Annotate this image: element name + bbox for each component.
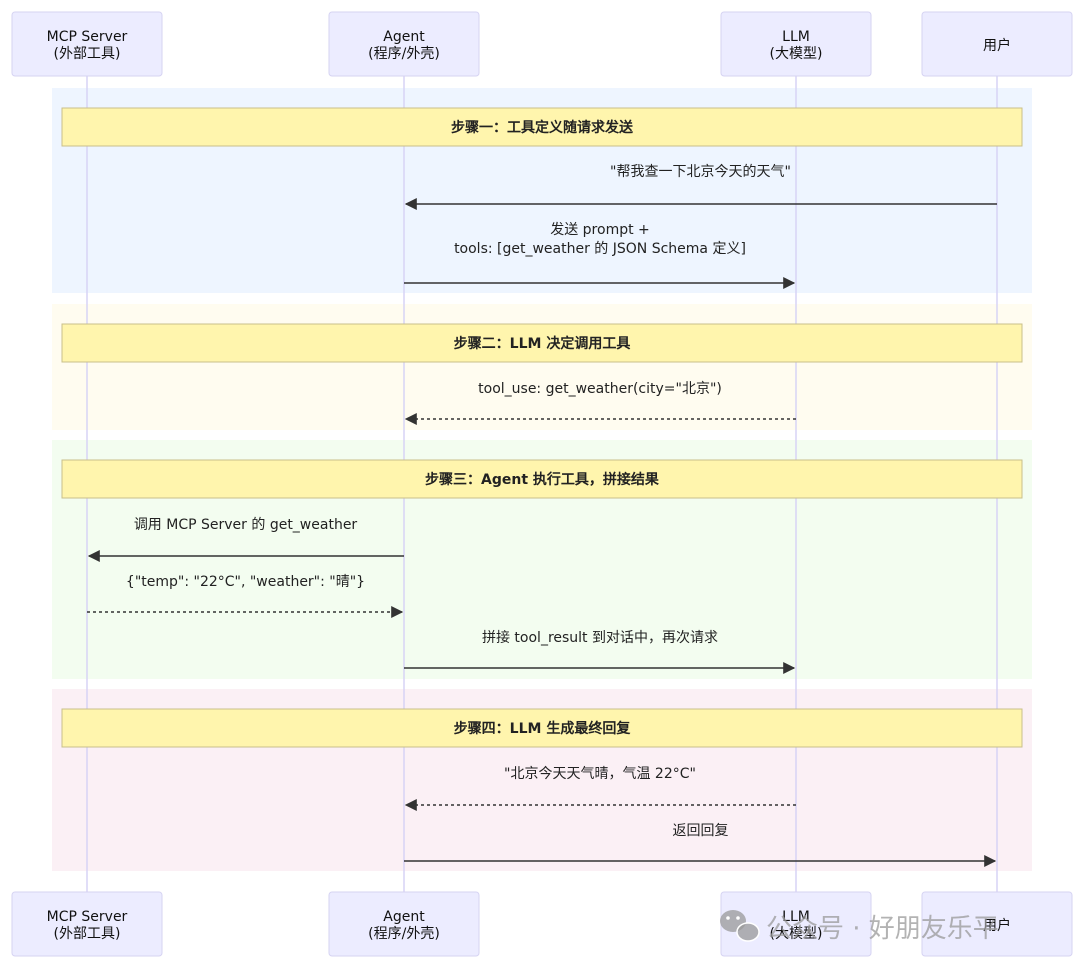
- actor-llm-bottom: LLM(大模型): [720, 891, 872, 957]
- actor-box: [328, 11, 480, 77]
- message-label: 调用 MCP Server 的 get_weather: [134, 517, 358, 533]
- actor-name: MCP Server: [47, 29, 128, 45]
- actor-box: [921, 11, 1073, 77]
- actor-name: 用户: [983, 37, 1011, 54]
- actor-role: (外部工具): [54, 46, 121, 62]
- message-label: "帮我查一下北京今天的天气": [610, 164, 791, 180]
- message-llm-to-agent: "北京今天天气晴，气温 22°C": [404, 766, 796, 811]
- step-2-background: [52, 304, 1032, 430]
- step-2-note: 步骤二：LLM 决定调用工具: [61, 323, 1023, 363]
- actor-box: [11, 11, 163, 77]
- actor-role: (外部工具): [54, 926, 121, 942]
- step-title: 步骤一：工具定义随请求发送: [451, 119, 634, 136]
- actor-mcp-top: MCP Server(外部工具): [11, 11, 163, 77]
- actor-name: LLM: [782, 909, 810, 925]
- step-3-note: 步骤三：Agent 执行工具，拼接结果: [61, 459, 1023, 499]
- actor-llm-top: LLM(大模型): [720, 11, 872, 77]
- message-agent-to-llm: 发送 prompt + tools: [get_weather 的 JSON Sc…: [404, 222, 796, 289]
- message-label: 发送 prompt +: [550, 222, 650, 238]
- actor-box: [921, 891, 1073, 957]
- actor-agent-bottom: Agent(程序/外壳): [328, 891, 480, 957]
- message-mcp-to-agent: {"temp": "22°C", "weather": "晴"}: [87, 574, 404, 618]
- actor-name: Agent: [383, 29, 425, 45]
- actor-mcp-bottom: MCP Server(外部工具): [11, 891, 163, 957]
- actor-role: (程序/外壳): [368, 45, 440, 62]
- note-box: [61, 323, 1023, 363]
- message-label: "北京今天天气晴，气温 22°C": [504, 766, 696, 782]
- actor-role: (大模型): [770, 46, 823, 62]
- actor-agent-top: Agent(程序/外壳): [328, 11, 480, 77]
- step-1-note: 步骤一：工具定义随请求发送: [61, 107, 1023, 147]
- note-box: [61, 708, 1023, 748]
- message-label: 返回回复: [673, 822, 729, 839]
- actor-box: [328, 891, 480, 957]
- message-label: tools: [get_weather 的 JSON Schema 定义]: [454, 241, 746, 257]
- wechat-icon: [720, 910, 760, 942]
- message-agent-to-mcp: 调用 MCP Server 的 get_weather: [87, 517, 404, 562]
- actor-role: (程序/外壳): [368, 925, 440, 942]
- message-agent-to-llm: 拼接 tool_result 到对话中，再次请求: [404, 629, 796, 674]
- step-title: 步骤四：LLM 生成最终回复: [454, 720, 632, 737]
- actor-name: 用户: [983, 917, 1011, 934]
- actor-role: (大模型): [770, 926, 823, 942]
- actor-name: MCP Server: [47, 909, 128, 925]
- message-agent-to-user: 返回回复: [404, 822, 997, 867]
- message-label: tool_use: get_weather(city="北京"): [478, 381, 722, 397]
- message-user-to-agent: "帮我查一下北京今天的天气": [404, 164, 997, 210]
- actor-user-bottom: 用户: [921, 891, 1073, 957]
- note-box: [61, 107, 1023, 147]
- message-llm-to-agent: tool_use: get_weather(city="北京"): [404, 381, 796, 425]
- note-box: [61, 459, 1023, 499]
- actor-box: [11, 891, 163, 957]
- message-label: {"temp": "22°C", "weather": "晴"}: [126, 574, 365, 590]
- actor-box: [720, 11, 872, 77]
- actor-name: LLM: [782, 29, 810, 45]
- step-4-note: 步骤四：LLM 生成最终回复: [61, 708, 1023, 748]
- watermark: 公众号 · 好朋友乐平: [720, 910, 999, 944]
- watermark-text: 公众号 · 好朋友乐平: [766, 914, 999, 944]
- step-title: 步骤三：Agent 执行工具，拼接结果: [425, 471, 660, 488]
- actor-user-top: 用户: [921, 11, 1073, 77]
- step-title: 步骤二：LLM 决定调用工具: [454, 335, 631, 352]
- message-label: 拼接 tool_result 到对话中，再次请求: [482, 629, 718, 646]
- actor-name: Agent: [383, 909, 425, 925]
